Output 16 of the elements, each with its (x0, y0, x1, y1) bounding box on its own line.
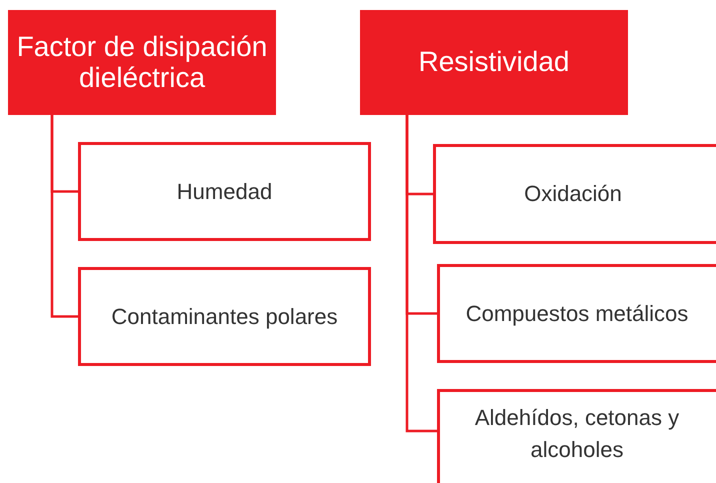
header-text: Resistividad (418, 47, 570, 78)
factor-box (437, 264, 716, 363)
connector-line (406, 115, 437, 432)
connector-line (50, 115, 78, 318)
factor-text: Compuestos metálicos (466, 300, 688, 328)
factor-box (78, 142, 371, 241)
factor-text: Contaminantes polares (111, 302, 338, 331)
factor-text: Aldehídos, cetonas y alcoholes (474, 404, 680, 464)
factor-box (78, 267, 371, 366)
factor-box (433, 144, 716, 244)
header-box (360, 10, 628, 115)
factor-text: Oxidación (524, 180, 622, 208)
factor-box (437, 389, 716, 483)
factor-text: Humedad (176, 178, 272, 206)
header-text: Factor de disipación dieléctrica (16, 32, 268, 93)
header-box (8, 10, 276, 115)
